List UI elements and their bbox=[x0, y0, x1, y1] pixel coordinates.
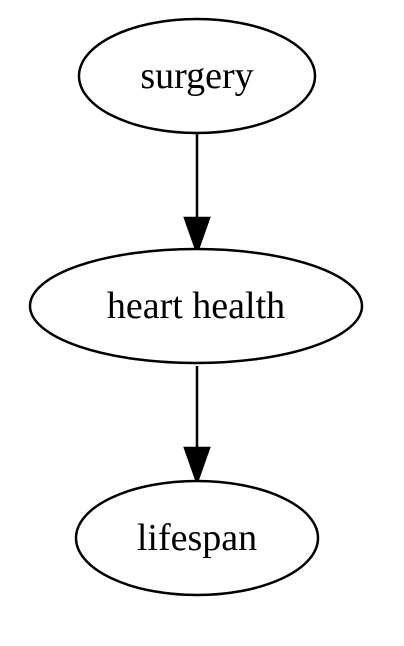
edge-heart-health-to-lifespan bbox=[183, 366, 211, 486]
node-heart-health: heart health bbox=[28, 247, 364, 365]
arrowhead-icon bbox=[183, 446, 211, 486]
edge-surgery-to-heart-health bbox=[183, 134, 211, 256]
node-ellipse bbox=[77, 17, 317, 135]
node-label-lifespan: lifespan bbox=[137, 517, 257, 559]
node-surgery: surgery bbox=[77, 17, 317, 135]
arrowhead-icon bbox=[183, 216, 211, 256]
node-label-surgery: surgery bbox=[140, 55, 253, 97]
node-ellipse bbox=[28, 247, 364, 365]
node-label-heart-health: heart health bbox=[107, 285, 285, 327]
node-lifespan: lifespan bbox=[74, 479, 320, 597]
node-ellipse bbox=[74, 479, 320, 597]
